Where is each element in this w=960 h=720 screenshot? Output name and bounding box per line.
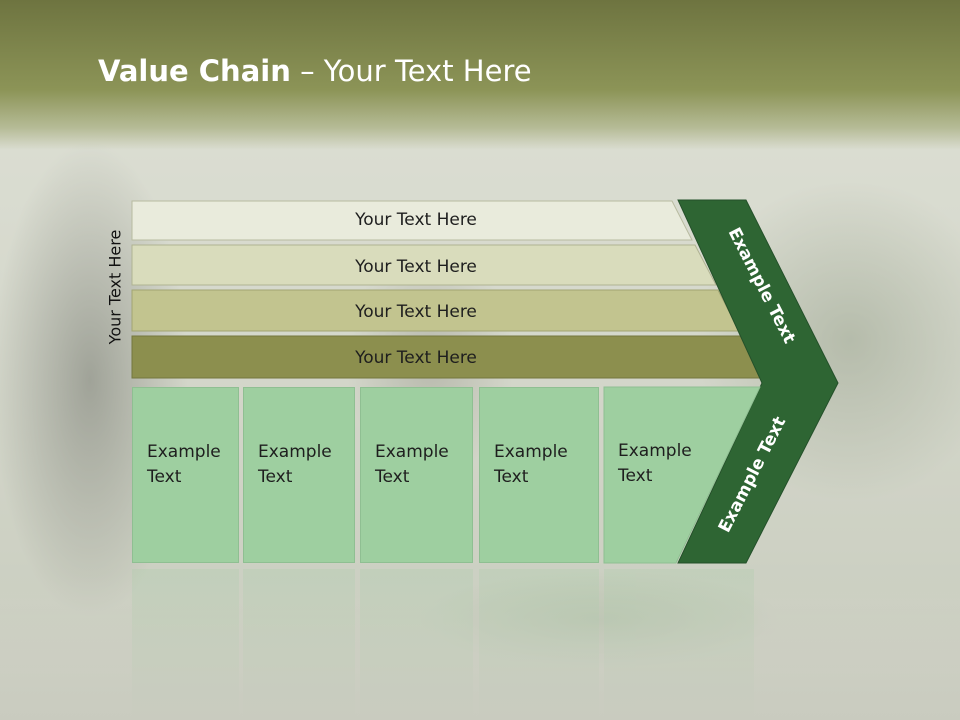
title-rest: – Your Text Here <box>290 54 532 88</box>
cell-3-line2: Text <box>375 467 410 487</box>
cell-5-line1: Example <box>618 441 692 461</box>
cell-5-line2: Text <box>618 466 653 486</box>
cell-4-line2: Text <box>494 467 529 487</box>
title-band <box>0 0 960 150</box>
chevron-arrow <box>677 199 839 564</box>
bar-1-shape <box>131 200 693 241</box>
cell-2-line1: Example <box>258 442 332 462</box>
bar-1: Your Text Here <box>131 200 693 241</box>
cell-5-shape <box>603 386 761 564</box>
bar-4: Your Text Here <box>131 335 764 379</box>
cell-1-line1: Example <box>147 442 221 462</box>
diagram-reflection <box>0 565 960 720</box>
cell-2-line2: Text <box>258 467 293 487</box>
title-bold: Value Chain <box>98 54 291 88</box>
bar-3-label: Your Text Here <box>354 302 477 322</box>
cell-3-line1: Example <box>375 442 449 462</box>
cell-1-line2: Text <box>147 467 182 487</box>
bar-2-label: Your Text Here <box>354 257 477 277</box>
bar-4-label: Your Text Here <box>354 348 477 368</box>
bar-1-label: Your Text Here <box>354 210 477 230</box>
bar-2: Your Text Here <box>131 244 717 286</box>
bar-3: Your Text Here <box>131 289 740 332</box>
bar-2-shape <box>131 244 717 286</box>
slide-title: Value Chain – Your Text Here <box>98 54 532 88</box>
cell-4-line1: Example <box>494 442 568 462</box>
